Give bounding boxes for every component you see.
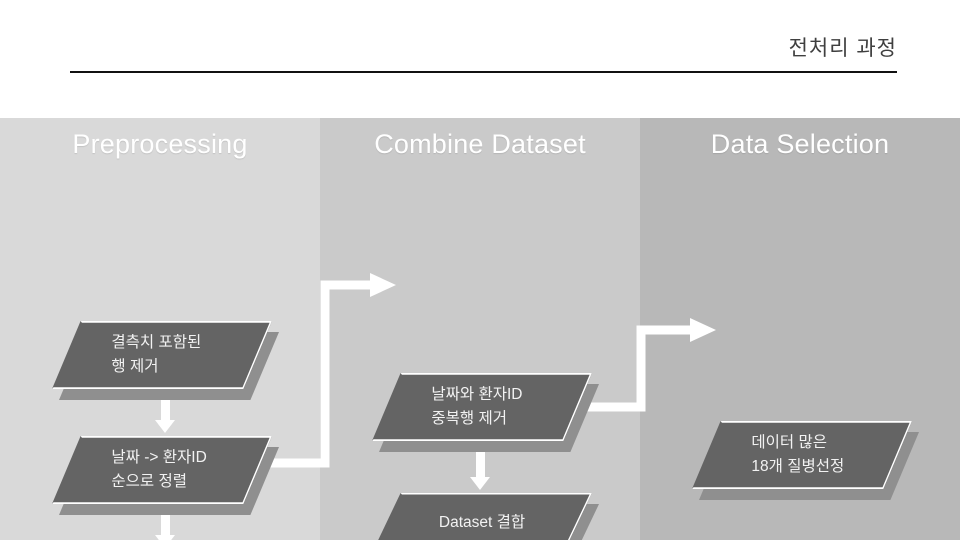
process-node-dedup[interactable]: 날짜와 환자ID 중복행 제거 [372,373,599,452]
arrow-head-down-icon [470,477,490,490]
node-face [372,493,592,540]
node-face [372,373,592,441]
title-divider [70,71,897,73]
column-title-data-selection: Data Selection [710,129,890,159]
connector-dedup-to-combine [470,446,491,490]
node-face [692,421,912,489]
node-face [52,436,272,504]
arrow-stem [161,509,170,535]
connector-layer [258,273,716,468]
connector-sort-to-text [155,509,176,540]
node-face [52,321,272,389]
page-title: 전처리 과정 [788,37,897,60]
process-node-sort[interactable]: 날짜 -> 환자ID 순으로 정렬 [52,436,279,515]
arrow-stem [476,446,485,477]
process-node-disease[interactable]: 데이터 많은 18개 질병선정 [692,421,919,500]
arrow-stem [161,394,170,420]
connector-combine-to-disease [578,318,716,412]
connector-missing-to-sort [155,394,176,433]
arrow-head-down-icon [155,420,175,433]
arrow-head-down-icon [155,535,175,540]
connector-text-to-dedup [258,273,396,468]
process-node-missing[interactable]: 결측치 포함된 행 제거 [52,321,279,400]
column-bands: Preprocessing Combine Dataset Data Selec… [0,118,960,540]
process-node-combine[interactable]: Dataset 결합 [372,493,599,540]
column-title-preprocessing: Preprocessing [72,129,248,159]
column-title-combine-dataset: Combine Dataset [374,129,586,159]
